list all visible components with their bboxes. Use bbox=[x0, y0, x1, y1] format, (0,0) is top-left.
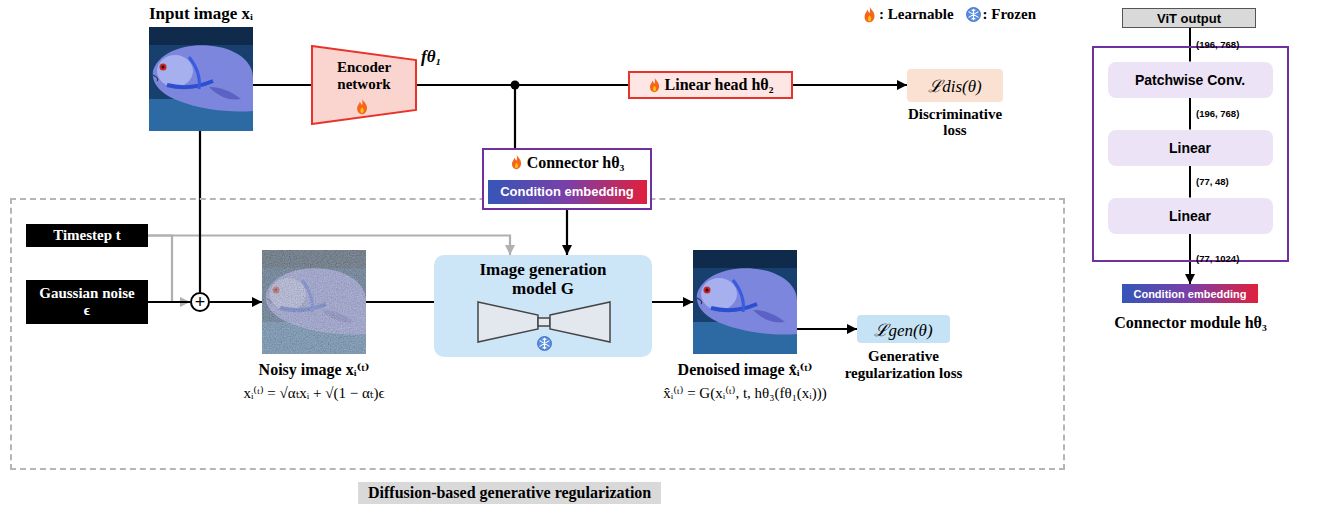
node-sublabel: fθ₁ bbox=[421, 47, 441, 67]
flame-icon bbox=[355, 98, 369, 115]
denoised-photo bbox=[693, 250, 797, 354]
connector-line bbox=[417, 85, 515, 148]
node-label: Gaussian noise ϵ bbox=[39, 285, 135, 319]
flame-glyph bbox=[512, 155, 521, 169]
loss-box: ℒgen(θ)Generative regularization loss bbox=[857, 315, 950, 343]
legend-text: : Learnable bbox=[879, 6, 954, 23]
image-panel: Noisy image xᵢ⁽ᵗ⁾xᵢ⁽ᵗ⁾ = √αₜxᵢ + √(1 − α… bbox=[262, 250, 366, 354]
flame-glyph bbox=[650, 78, 659, 92]
legend-item: : Learnable bbox=[862, 6, 954, 23]
connector-line bbox=[148, 236, 510, 256]
dimension-label: (196, 768) bbox=[1196, 39, 1239, 50]
connector-line bbox=[793, 84, 907, 86]
connector-line bbox=[797, 328, 857, 330]
node-label: Denoised image x̂ᵢ⁽ᵗ⁾ bbox=[678, 360, 813, 379]
linear-head: Linear head hθ₂ bbox=[628, 71, 793, 99]
unet-decoder bbox=[550, 302, 610, 342]
node-label: Condition embedding bbox=[500, 184, 634, 199]
node-label: Patchwise Conv. bbox=[1135, 72, 1245, 88]
condition-embedding: Condition embedding bbox=[1122, 284, 1258, 303]
sum-symbol: + bbox=[190, 292, 210, 312]
flame-icon bbox=[510, 154, 523, 170]
flame-icon bbox=[862, 6, 877, 23]
input-box: Timestep t bbox=[26, 224, 148, 247]
connector-group bbox=[148, 28, 1190, 329]
noise-overlay bbox=[262, 250, 366, 354]
node-label: + bbox=[195, 294, 206, 310]
node-sublabel: Discriminative loss bbox=[899, 106, 1011, 138]
dimension-label: (196, 768) bbox=[1196, 108, 1239, 119]
node-label: Condition embedding bbox=[1133, 288, 1246, 300]
layer-box: Linear bbox=[1108, 198, 1273, 234]
flame-icon bbox=[648, 77, 661, 93]
input-box: Gaussian noise ϵ bbox=[26, 280, 148, 324]
node-label: ℒgen(θ) bbox=[874, 318, 932, 341]
node-label: Image generation model G bbox=[468, 260, 618, 298]
node-label: Connector hθ₃ bbox=[527, 154, 625, 172]
legend-glyph bbox=[865, 7, 875, 23]
unet-encoder bbox=[478, 302, 538, 342]
node-label: Input image xᵢ bbox=[149, 4, 253, 24]
node-sublabel: x̂ᵢ⁽ᵗ⁾ = G(xᵢ⁽ᵗ⁾, t, hθ₃(fθ₁(xᵢ))) bbox=[663, 384, 827, 402]
connector-line bbox=[652, 301, 693, 303]
legend: : Learnable : Frozen bbox=[862, 6, 1036, 23]
node-sublabel: xᵢ⁽ᵗ⁾ = √αₜxᵢ + √(1 − αₜ)ϵ bbox=[243, 384, 384, 402]
snowflake-icon bbox=[538, 337, 552, 351]
node-label: ℒdis(θ) bbox=[928, 74, 982, 97]
tensor-box: ViT output bbox=[1122, 8, 1256, 28]
node-label: Timestep t bbox=[53, 227, 121, 244]
connector-line bbox=[566, 210, 568, 255]
generator-box: Image generation model G bbox=[434, 255, 652, 357]
node-label: Encoder network bbox=[325, 59, 403, 93]
encoder-shape bbox=[312, 46, 416, 124]
connector-line bbox=[1189, 28, 1191, 62]
node-label: Linear bbox=[1169, 208, 1211, 224]
noisy-photo bbox=[262, 250, 366, 354]
junction-dot bbox=[511, 81, 520, 90]
connector-line bbox=[148, 301, 190, 303]
layer-box: Linear bbox=[1108, 130, 1273, 166]
layer-box: Patchwise Conv. bbox=[1108, 62, 1273, 98]
module-frame: Connector module hθ₃Patchwise Conv.Linea… bbox=[1092, 46, 1289, 262]
snowflake-icon bbox=[966, 6, 981, 23]
image-panel: Denoised image x̂ᵢ⁽ᵗ⁾x̂ᵢ⁽ᵗ⁾ = G(xᵢ⁽ᵗ⁾, t… bbox=[693, 250, 797, 354]
node-label: Noisy image xᵢ⁽ᵗ⁾ bbox=[259, 360, 370, 379]
legend-glyph bbox=[966, 8, 980, 22]
connector-line bbox=[1189, 234, 1191, 285]
connector-line bbox=[1189, 166, 1191, 198]
input-photo bbox=[149, 27, 253, 131]
node-label: Diffusion-based generative regularizatio… bbox=[358, 482, 661, 504]
connector-box: Connector hθ₃ Condition embedding bbox=[482, 148, 652, 210]
loss-box: ℒdis(θ)Discriminative loss bbox=[907, 69, 1003, 102]
unet-symbol bbox=[478, 302, 610, 350]
condition-embedding: Condition embedding bbox=[488, 180, 647, 204]
dashed-region: Diffusion-based generative regularizatio… bbox=[10, 198, 1065, 470]
legend-text: : Frozen bbox=[983, 6, 1036, 23]
node-label: Linear head hθ₂ bbox=[665, 76, 774, 94]
encoder-network: Encoder networkfθ₁ bbox=[311, 45, 417, 125]
dimension-label: (77, 48) bbox=[1196, 176, 1229, 187]
connector-line bbox=[199, 131, 201, 292]
node-sublabel: Generative regularization loss bbox=[834, 348, 974, 382]
input-image: Input image xᵢ bbox=[149, 27, 253, 131]
node-label: Connector module hθ₃ bbox=[1114, 314, 1266, 332]
unet-bottleneck bbox=[538, 318, 550, 326]
connector-line bbox=[1189, 98, 1191, 130]
legend-item: : Frozen bbox=[966, 6, 1036, 23]
node-label: ViT output bbox=[1157, 11, 1221, 26]
connector-line bbox=[253, 84, 311, 86]
connector-line bbox=[148, 236, 190, 303]
node-label: Linear bbox=[1169, 140, 1211, 156]
dimension-label: (77, 1024) bbox=[1196, 253, 1239, 264]
flame-glyph bbox=[357, 99, 367, 114]
connector-line bbox=[366, 301, 434, 303]
connector-line bbox=[210, 301, 262, 303]
